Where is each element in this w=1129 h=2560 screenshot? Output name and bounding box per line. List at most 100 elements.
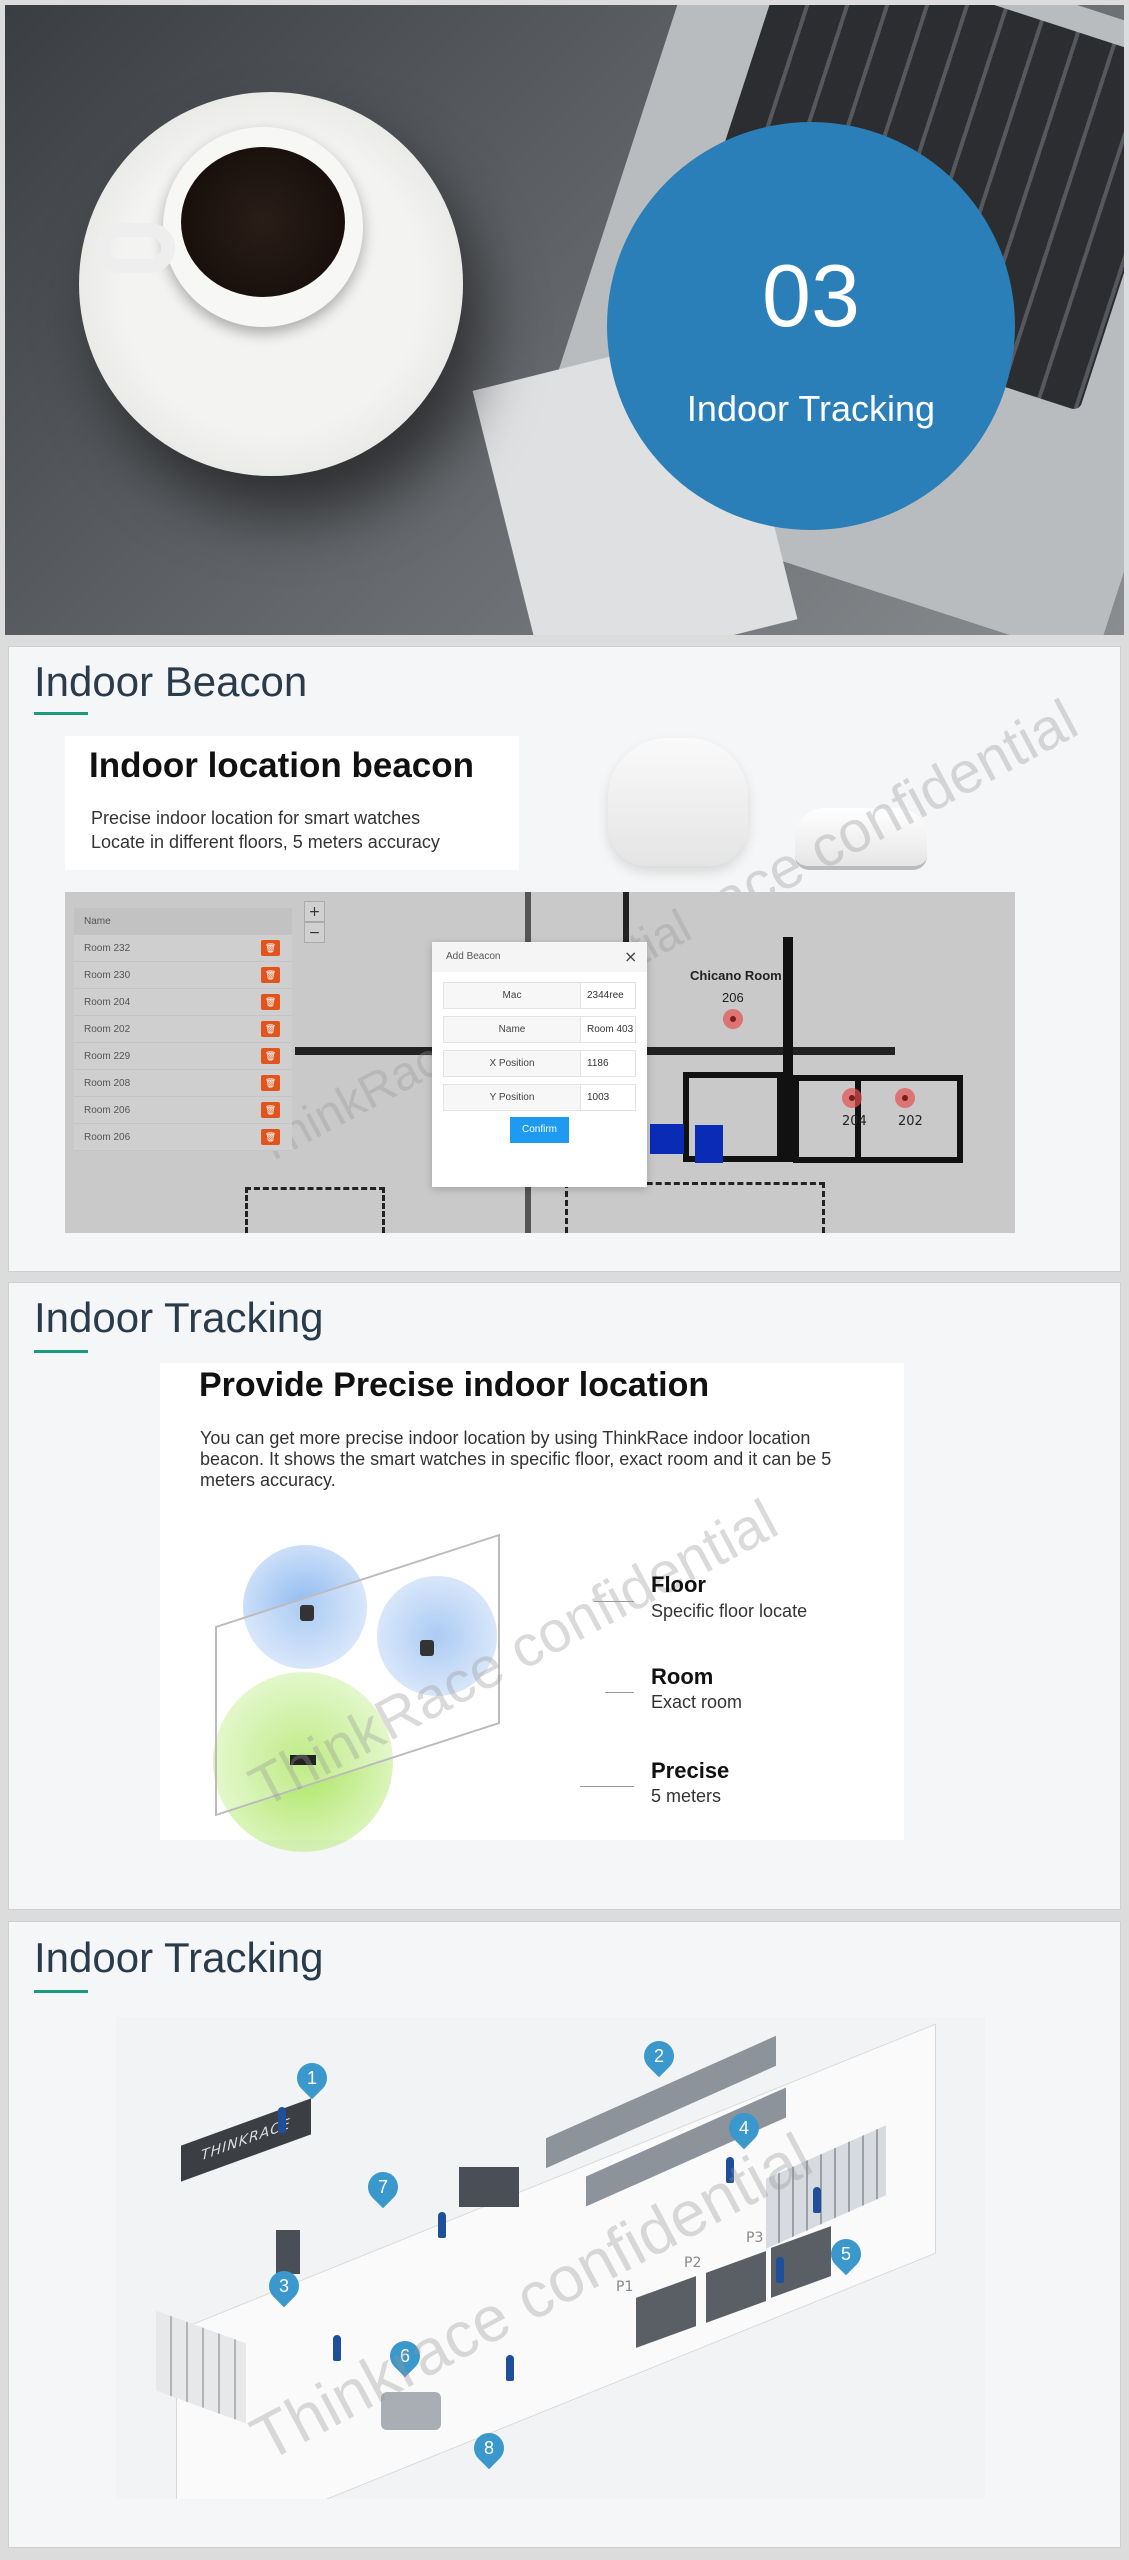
location-pin[interactable]: 1	[290, 2056, 334, 2100]
feature-connector	[605, 1692, 634, 1693]
delete-icon[interactable]: 🗑	[261, 1021, 280, 1037]
room-name: Room 229	[84, 1051, 131, 1062]
delete-icon[interactable]: 🗑	[261, 1075, 280, 1091]
floor-plan-walls	[855, 1075, 861, 1163]
delete-icon[interactable]: 🗑	[261, 1129, 280, 1145]
beacon-card-line: Locate in different floors, 5 meters acc…	[91, 832, 440, 852]
room-list-item[interactable]: Room 206 🗑	[74, 1097, 292, 1124]
location-pin[interactable]: 4	[722, 2106, 766, 2150]
delete-icon[interactable]: 🗑	[261, 1048, 280, 1064]
location-pin[interactable]: 7	[361, 2165, 405, 2209]
room-number-label: 206	[722, 990, 744, 1005]
floor-plan-walls	[783, 937, 793, 1162]
pin-number: 5	[840, 2244, 851, 2264]
worker-figure	[776, 2257, 784, 2283]
room-list-item[interactable]: Room 232 🗑	[74, 935, 292, 962]
mac-field[interactable]: Mac 2344ree	[443, 982, 636, 1009]
beacon-icon	[300, 1605, 314, 1621]
field-value[interactable]: 2344ree	[587, 990, 624, 1001]
dialog-title: Add Beacon	[446, 951, 501, 962]
room-list-item[interactable]: Room 206🗑	[74, 1124, 292, 1151]
room-list-item[interactable]: Room 204 🗑	[74, 989, 292, 1016]
parking-label: P1	[616, 2279, 634, 2295]
field-label: Name	[444, 1017, 581, 1042]
beacon-card: Indoor location beacon Precise indoor lo…	[65, 736, 519, 870]
feature-title: Precise	[651, 1758, 730, 1783]
coffee-image	[181, 147, 345, 297]
female-restroom-sign	[695, 1125, 723, 1163]
feature-title: Floor	[651, 1572, 706, 1597]
location-pin[interactable]: 8	[467, 2426, 511, 2470]
zoom-out-button[interactable]: −	[304, 922, 325, 943]
delete-icon[interactable]: 🗑	[261, 940, 280, 956]
location-pin[interactable]: 2	[637, 2034, 681, 2078]
field-label: Mac	[444, 983, 581, 1008]
beacon-card-line: Precise indoor location for smart watche…	[91, 808, 421, 828]
name-field[interactable]: Name Room 403	[443, 1016, 636, 1043]
title-underline	[34, 1990, 88, 1993]
room-number-label: 204	[842, 1114, 867, 1129]
field-label: X Position	[444, 1051, 581, 1076]
beacon-marker[interactable]	[723, 1009, 743, 1029]
delete-icon[interactable]: 🗑	[261, 994, 280, 1010]
beacon-icon	[420, 1640, 434, 1656]
confirm-button[interactable]: Confirm	[510, 1117, 569, 1143]
worker-figure	[726, 2157, 734, 2183]
beacon-marker[interactable]	[842, 1088, 862, 1108]
x-position-field[interactable]: X Position 1186	[443, 1050, 636, 1077]
worker-figure	[278, 2107, 286, 2133]
floor-plan-walls	[683, 1072, 783, 1162]
feature-desc: 5 meters	[651, 1786, 722, 1806]
pin-number: 8	[483, 2438, 494, 2458]
accessible-restroom-sign	[650, 1124, 684, 1154]
field-value[interactable]: 1186	[587, 1058, 609, 1069]
worker-figure	[438, 2212, 446, 2238]
field-value[interactable]: 1003	[587, 1092, 610, 1103]
location-pin[interactable]: 3	[262, 2264, 306, 2308]
pin-number: 6	[399, 2346, 410, 2366]
section-title: Indoor Tracking	[34, 1294, 324, 1341]
room-name: Room 206	[84, 1105, 131, 1116]
room-name: Room 230	[84, 970, 131, 981]
worker-figure	[333, 2335, 341, 2361]
server-rack	[459, 2167, 519, 2207]
room-list-item[interactable]: Room 208 🗑	[74, 1070, 292, 1097]
room-list-item[interactable]: Room 229 🗑	[74, 1043, 292, 1070]
hero-number: 03	[762, 246, 860, 345]
dialog-header	[432, 942, 647, 972]
beacon-device-image	[795, 808, 927, 870]
brand-sign-text: THINKRACE	[201, 2115, 291, 2165]
room-name: Room 204	[84, 997, 131, 1008]
room-list-item[interactable]: Room 202 🗑	[74, 1016, 292, 1043]
location-pin[interactable]: 5	[824, 2232, 868, 2276]
tracking-heading: Provide Precise indoor location	[199, 1366, 710, 1404]
section-title: Indoor Beacon	[34, 658, 308, 705]
feature-title: Room	[651, 1664, 714, 1689]
hero-title: Indoor Tracking	[686, 388, 936, 429]
room-name: Room 208	[84, 1078, 131, 1089]
location-pin[interactable]: 6	[383, 2334, 427, 2378]
field-value[interactable]: Room 403	[587, 1024, 634, 1035]
room-number-label: 202	[898, 1114, 923, 1129]
pin-number: 3	[278, 2276, 289, 2296]
server-rack	[276, 2230, 300, 2274]
hero-badge	[607, 122, 1015, 530]
delete-icon[interactable]: 🗑	[261, 1102, 280, 1118]
close-icon[interactable]: ×	[624, 947, 638, 966]
feature-connector	[580, 1786, 634, 1787]
room-name: Room 232	[84, 943, 131, 954]
beacon-marker[interactable]	[895, 1088, 915, 1108]
router-icon	[290, 1755, 316, 1765]
delete-icon[interactable]: 🗑	[261, 967, 280, 983]
room-name: Room 202	[84, 1024, 131, 1035]
pin-number: 4	[738, 2118, 749, 2138]
tracking-paragraph: You can get more precise indoor location…	[200, 1428, 832, 1490]
pin-number: 1	[306, 2068, 317, 2088]
room-list-item[interactable]: Room 230 🗑	[74, 962, 292, 989]
zoom-in-button[interactable]: +	[304, 901, 325, 922]
beacon-card-heading: Indoor location beacon	[89, 746, 475, 785]
forklift	[381, 2392, 441, 2430]
room-name-label: Chicano Room	[690, 968, 782, 983]
floor-plan-walls	[565, 1182, 825, 1233]
